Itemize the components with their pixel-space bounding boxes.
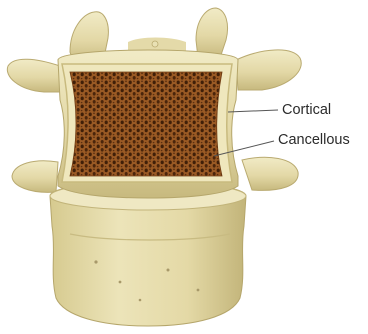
cortical-label: Cortical [282,102,331,118]
cortical-leader-line [228,110,278,112]
lower-vertebral-body [50,182,246,326]
sectioned-vertebral-body [58,50,238,198]
cancellous-core [70,72,222,176]
cancellous-label: Cancellous [278,132,350,148]
